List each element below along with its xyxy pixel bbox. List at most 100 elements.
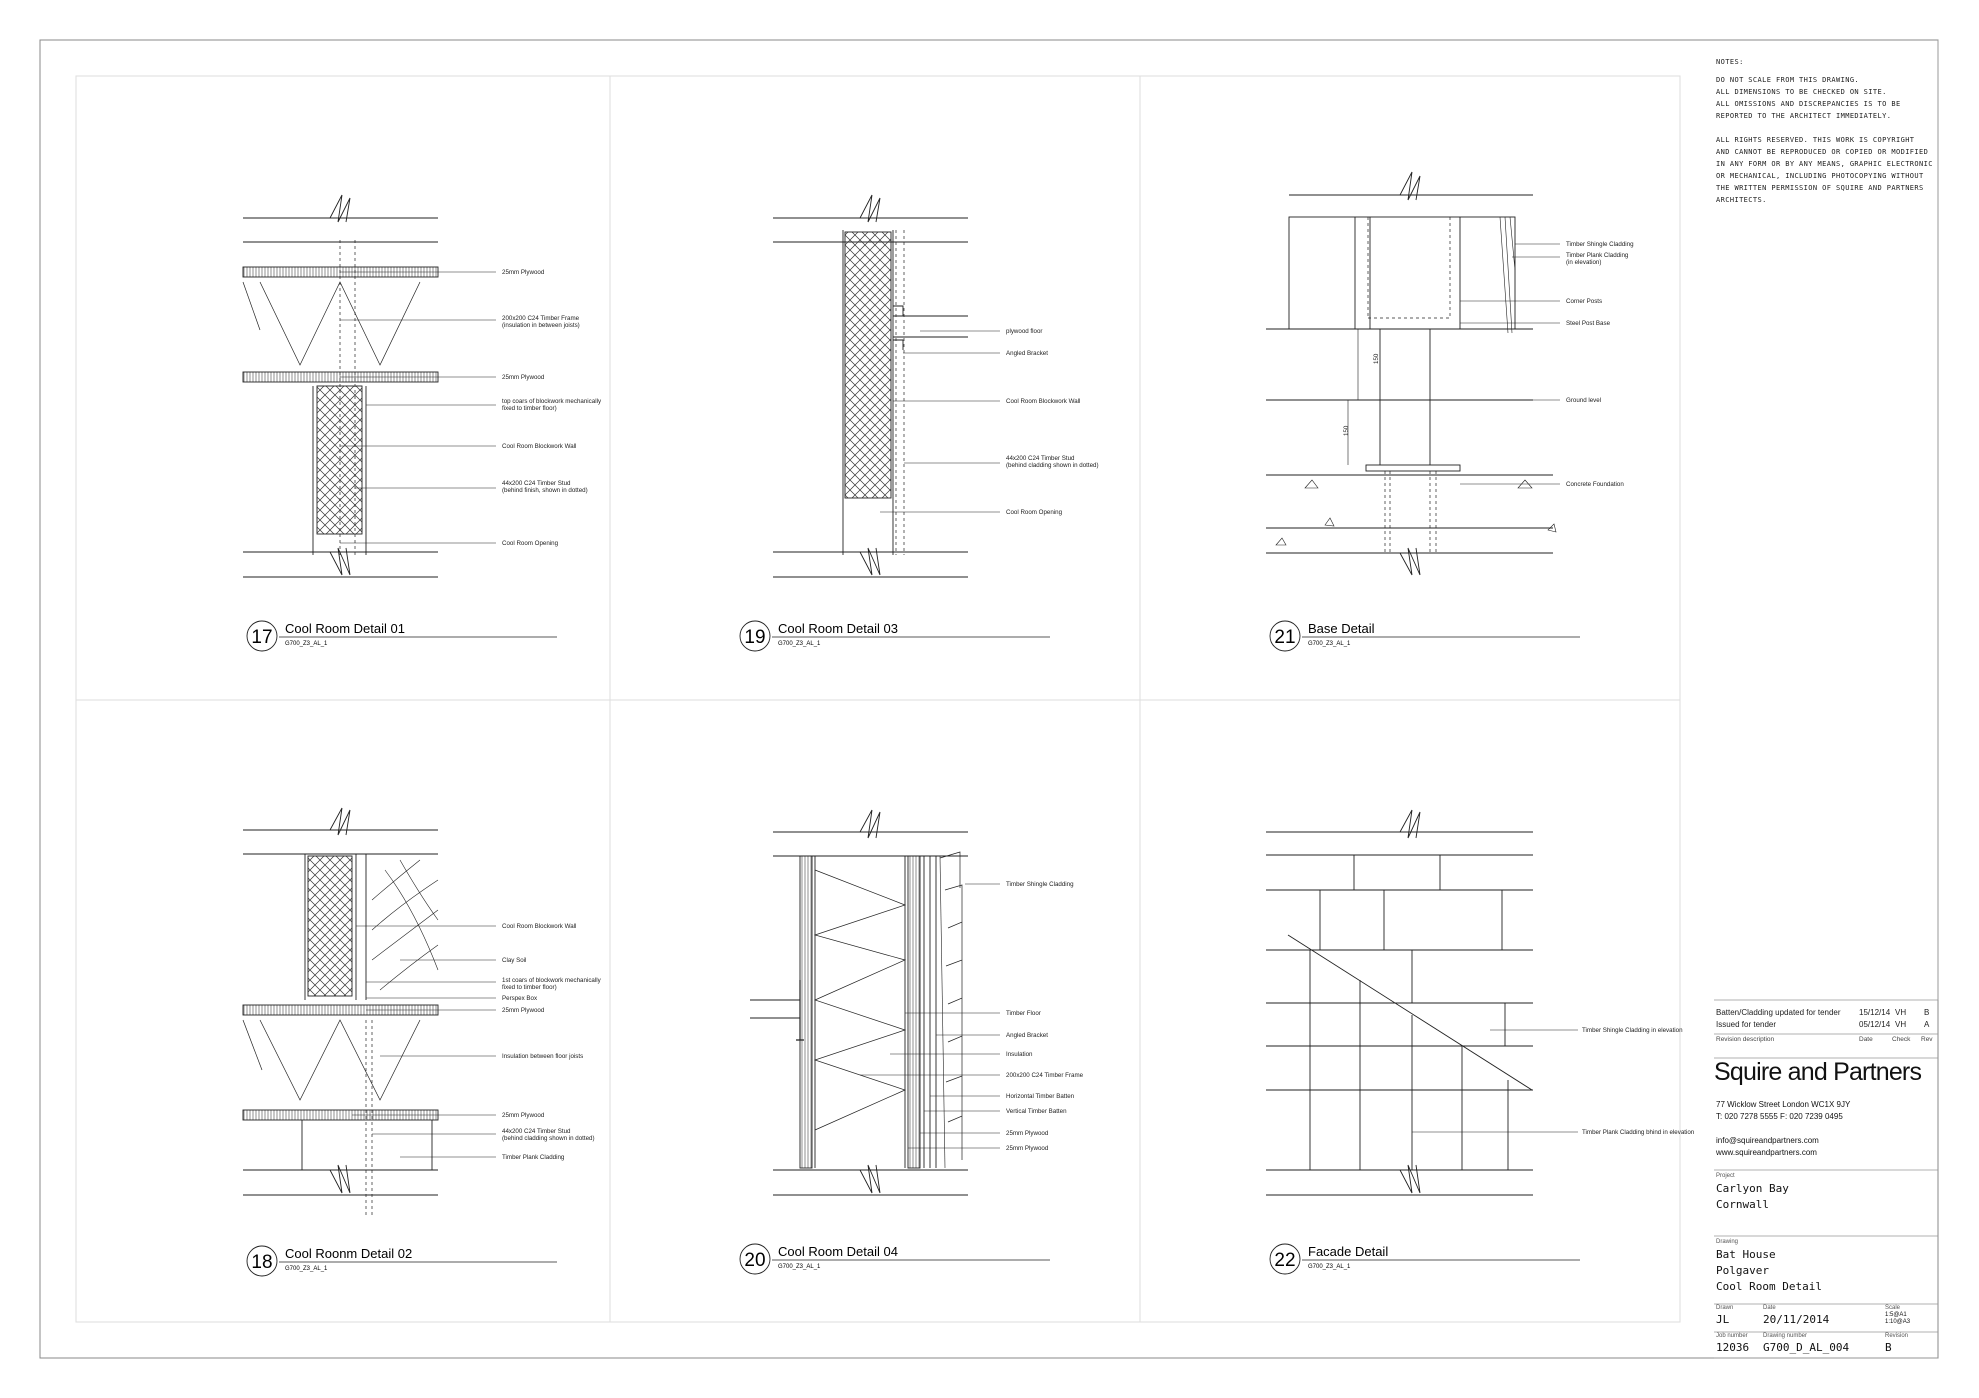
- detail-number: 17: [251, 627, 272, 648]
- notes-block: NOTES: DO NOT SCALE FROM THIS DRAWING. A…: [1716, 56, 1938, 218]
- job-number-label: Job number: [1716, 1333, 1748, 1339]
- title-block-lines: [1714, 999, 1938, 1359]
- label: Horizontal Timber Batten: [1006, 1093, 1075, 1100]
- label: 25mm Plywood: [502, 1007, 545, 1014]
- revision-date: 05/12/14: [1859, 1020, 1891, 1029]
- revision-check: VH: [1895, 1008, 1907, 1017]
- revision-row: Batten/Cladding updated for tender 15/12…: [1716, 1008, 1938, 1019]
- label: Timber Plank Cladding: [1566, 252, 1629, 259]
- label: top coars of blockwork mechanically: [502, 398, 602, 405]
- drawing-line: Bat House: [1716, 1248, 1776, 1261]
- project-line: Carlyon Bay: [1716, 1182, 1789, 1195]
- detail-20-annotations: Timber Shingle Cladding Timber Floor Ang…: [1006, 881, 1084, 1152]
- firm-email[interactable]: info@squireandpartners.com: [1716, 1136, 1819, 1145]
- detail-title: Cool Room Detail 03: [778, 621, 898, 636]
- detail-number: 22: [1274, 1250, 1295, 1271]
- label: Timber Plank Cladding: [502, 1154, 565, 1161]
- detail-21-drawing: [1266, 171, 1560, 576]
- firm-phone: T: 020 7278 5555 F: 020 7239 0495: [1716, 1112, 1843, 1121]
- drawing-number-value: G700_D_AL_004: [1763, 1341, 1850, 1354]
- label: 25mm Plywood: [1006, 1145, 1049, 1152]
- label: Timber Shingle Cladding in elevation: [1582, 1027, 1683, 1034]
- detail-title-20: 20 Cool Room Detail 04 G700_Z3_AL_1: [739, 1243, 1050, 1275]
- detail-title-21: 21 Base Detail G700_Z3_AL_1: [1269, 620, 1580, 652]
- firm-address: 77 Wicklow Street London WC1X 9JY: [1716, 1100, 1851, 1109]
- date-value: 20/11/2014: [1763, 1313, 1830, 1326]
- label: Cool Room Blockwork Wall: [502, 443, 576, 450]
- label: 44x200 C24 Timber Stud: [502, 1128, 571, 1135]
- label: 200x200 C24 Timber Frame: [502, 315, 580, 322]
- detail-17-drawing: [242, 194, 496, 578]
- drawn-value: JL: [1716, 1313, 1730, 1326]
- revision-check: VH: [1895, 1020, 1907, 1029]
- label: Insulation: [1006, 1051, 1033, 1058]
- sheet-border: [39, 39, 1939, 1359]
- revision-value: B: [1885, 1341, 1892, 1354]
- label: fixed to timber floor): [502, 984, 557, 991]
- detail-number: 19: [744, 627, 765, 648]
- notes-heading: NOTES:: [1716, 58, 1744, 66]
- revision-header: Revision description Date Check Rev: [1716, 1036, 1933, 1043]
- revision-row: Issued for tender 05/12/14 VH A: [1716, 1020, 1938, 1031]
- label: 25mm Plywood: [1006, 1130, 1049, 1137]
- scale-value: 1:10@A3: [1885, 1319, 1911, 1325]
- detail-title: Cool Room Detail 01: [285, 621, 405, 636]
- job-number-value: 12036: [1716, 1341, 1750, 1354]
- drawing-area-border: [75, 75, 1681, 1323]
- drawing-label: Drawing: [1716, 1239, 1739, 1245]
- label: Insulation between floor joists: [502, 1053, 583, 1060]
- project-line: Cornwall: [1716, 1198, 1769, 1211]
- revision-description: Batten/Cladding updated for tender: [1716, 1008, 1841, 1017]
- firm-name: Squire and Partners: [1714, 1058, 1922, 1086]
- detail-ref: G700_Z3_AL_1: [285, 641, 328, 647]
- detail-ref: G700_Z3_AL_1: [285, 1266, 328, 1272]
- detail-19-annotations: plywood floor Angled Bracket Cool Room B…: [1006, 328, 1099, 516]
- label: 1st coars of blockwork mechanically: [502, 977, 602, 984]
- revision-letter: B: [1924, 1008, 1930, 1017]
- label: (in elevation): [1566, 259, 1601, 266]
- detail-17-annotations: 25mm Plywood 200x200 C24 Timber Frame (i…: [502, 269, 602, 547]
- drawing-line: Cool Room Detail: [1716, 1280, 1822, 1293]
- revision-date: 15/12/14: [1859, 1008, 1891, 1017]
- label: (behind cladding shown in dotted): [1006, 462, 1099, 469]
- detail-19-drawing: [773, 194, 1000, 578]
- revision-description: Issued for tender: [1716, 1020, 1777, 1029]
- detail-18-drawing: [242, 807, 496, 1215]
- detail-title-17: 17 Cool Room Detail 01 G700_Z3_AL_1: [246, 620, 557, 652]
- detail-ref: G700_Z3_AL_1: [1308, 641, 1351, 647]
- notes-paragraph: DO NOT SCALE FROM THIS DRAWING. ALL DIME…: [1716, 76, 1901, 120]
- label: Cool Room Blockwork Wall: [502, 923, 576, 930]
- label: 25mm Plywood: [502, 374, 545, 381]
- label: Cool Room Blockwork Wall: [1006, 398, 1080, 405]
- detail-title-18: 18 Cool Roonm Detail 02 G700_Z3_AL_1: [246, 1245, 557, 1277]
- detail-18-annotations: Cool Room Blockwork Wall Clay Soil 1st c…: [502, 923, 602, 1161]
- detail-title: Base Detail: [1308, 621, 1375, 636]
- date-label: Date: [1763, 1305, 1776, 1311]
- dimension-label: 150: [1373, 353, 1380, 364]
- detail-title-22: 22 Facade Detail G700_Z3_AL_1: [1269, 1243, 1580, 1275]
- detail-ref: G700_Z3_AL_1: [778, 641, 821, 647]
- firm-website[interactable]: www.squireandpartners.com: [1716, 1148, 1817, 1157]
- label: Clay Soil: [502, 957, 526, 964]
- label: Angled Bracket: [1006, 1032, 1048, 1039]
- detail-title: Facade Detail: [1308, 1244, 1388, 1259]
- label: 25mm Plywood: [502, 1112, 545, 1119]
- label: 200x200 C24 Timber Frame: [1006, 1072, 1084, 1079]
- drawing-line: Polgaver: [1716, 1264, 1769, 1277]
- label: Steel Post Base: [1566, 320, 1611, 327]
- label: 25mm Plywood: [502, 269, 545, 276]
- revision-letter: A: [1924, 1020, 1930, 1029]
- label: fixed to timber floor): [502, 405, 557, 412]
- scale-value: 1:5@A1: [1885, 1312, 1907, 1318]
- label: Cool Room Opening: [1006, 509, 1063, 516]
- label: Concrete Foundation: [1566, 481, 1624, 488]
- label: 44x200 C24 Timber Stud: [502, 480, 571, 487]
- dimension-label: 150: [1343, 425, 1350, 436]
- detail-ref: G700_Z3_AL_1: [778, 1264, 821, 1270]
- detail-title: Cool Room Detail 04: [778, 1244, 898, 1259]
- label: (insulation in between joists): [502, 322, 580, 329]
- label: (behind cladding shown in dotted): [502, 1135, 595, 1142]
- label: Ground level: [1566, 397, 1601, 404]
- scale-label: Scale: [1885, 1305, 1901, 1311]
